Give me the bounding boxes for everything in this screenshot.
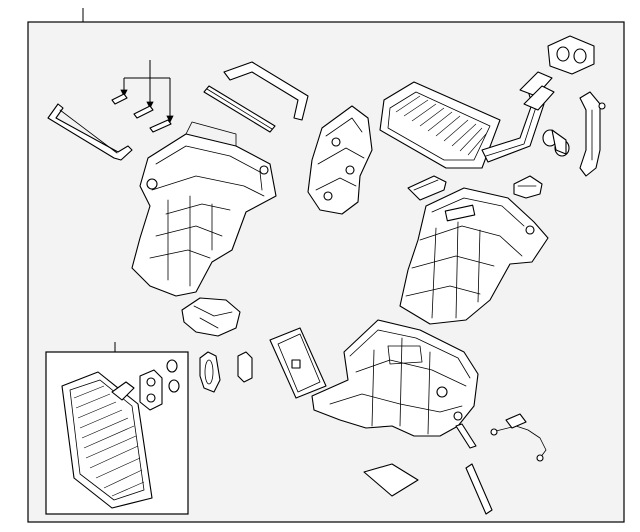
pipe-grommet	[547, 35, 595, 75]
small-clip-a	[407, 175, 447, 201]
left-duct-piece	[181, 297, 241, 337]
seal-strip-l-shape	[223, 61, 309, 121]
pipe-caps	[542, 129, 570, 157]
evaporator-core	[61, 371, 153, 509]
clip-pin-1	[111, 93, 128, 105]
temperature-sensor-wire	[490, 413, 547, 462]
bottom-foam-pad	[363, 463, 419, 497]
small-clip-b	[513, 175, 543, 199]
right-side-bracket	[579, 91, 606, 177]
clip-pin-2	[133, 105, 154, 119]
foam-seal-pad	[269, 327, 327, 399]
left-case-housing	[131, 121, 277, 297]
lower-case-housing	[311, 319, 479, 449]
gasket-small	[237, 351, 253, 383]
clip-pin-3	[149, 119, 172, 133]
expansion-valve	[139, 369, 163, 411]
evaporator-o-rings	[166, 359, 180, 393]
seal-strip-diagonal	[203, 85, 276, 133]
gasket-round	[199, 351, 221, 393]
right-case-housing	[399, 187, 549, 325]
drain-hose	[465, 463, 493, 515]
seal-strip-long-left	[47, 103, 133, 161]
clip-pins-group	[111, 60, 174, 133]
center-actuator-bracket	[307, 105, 373, 215]
heater-core	[379, 71, 555, 169]
